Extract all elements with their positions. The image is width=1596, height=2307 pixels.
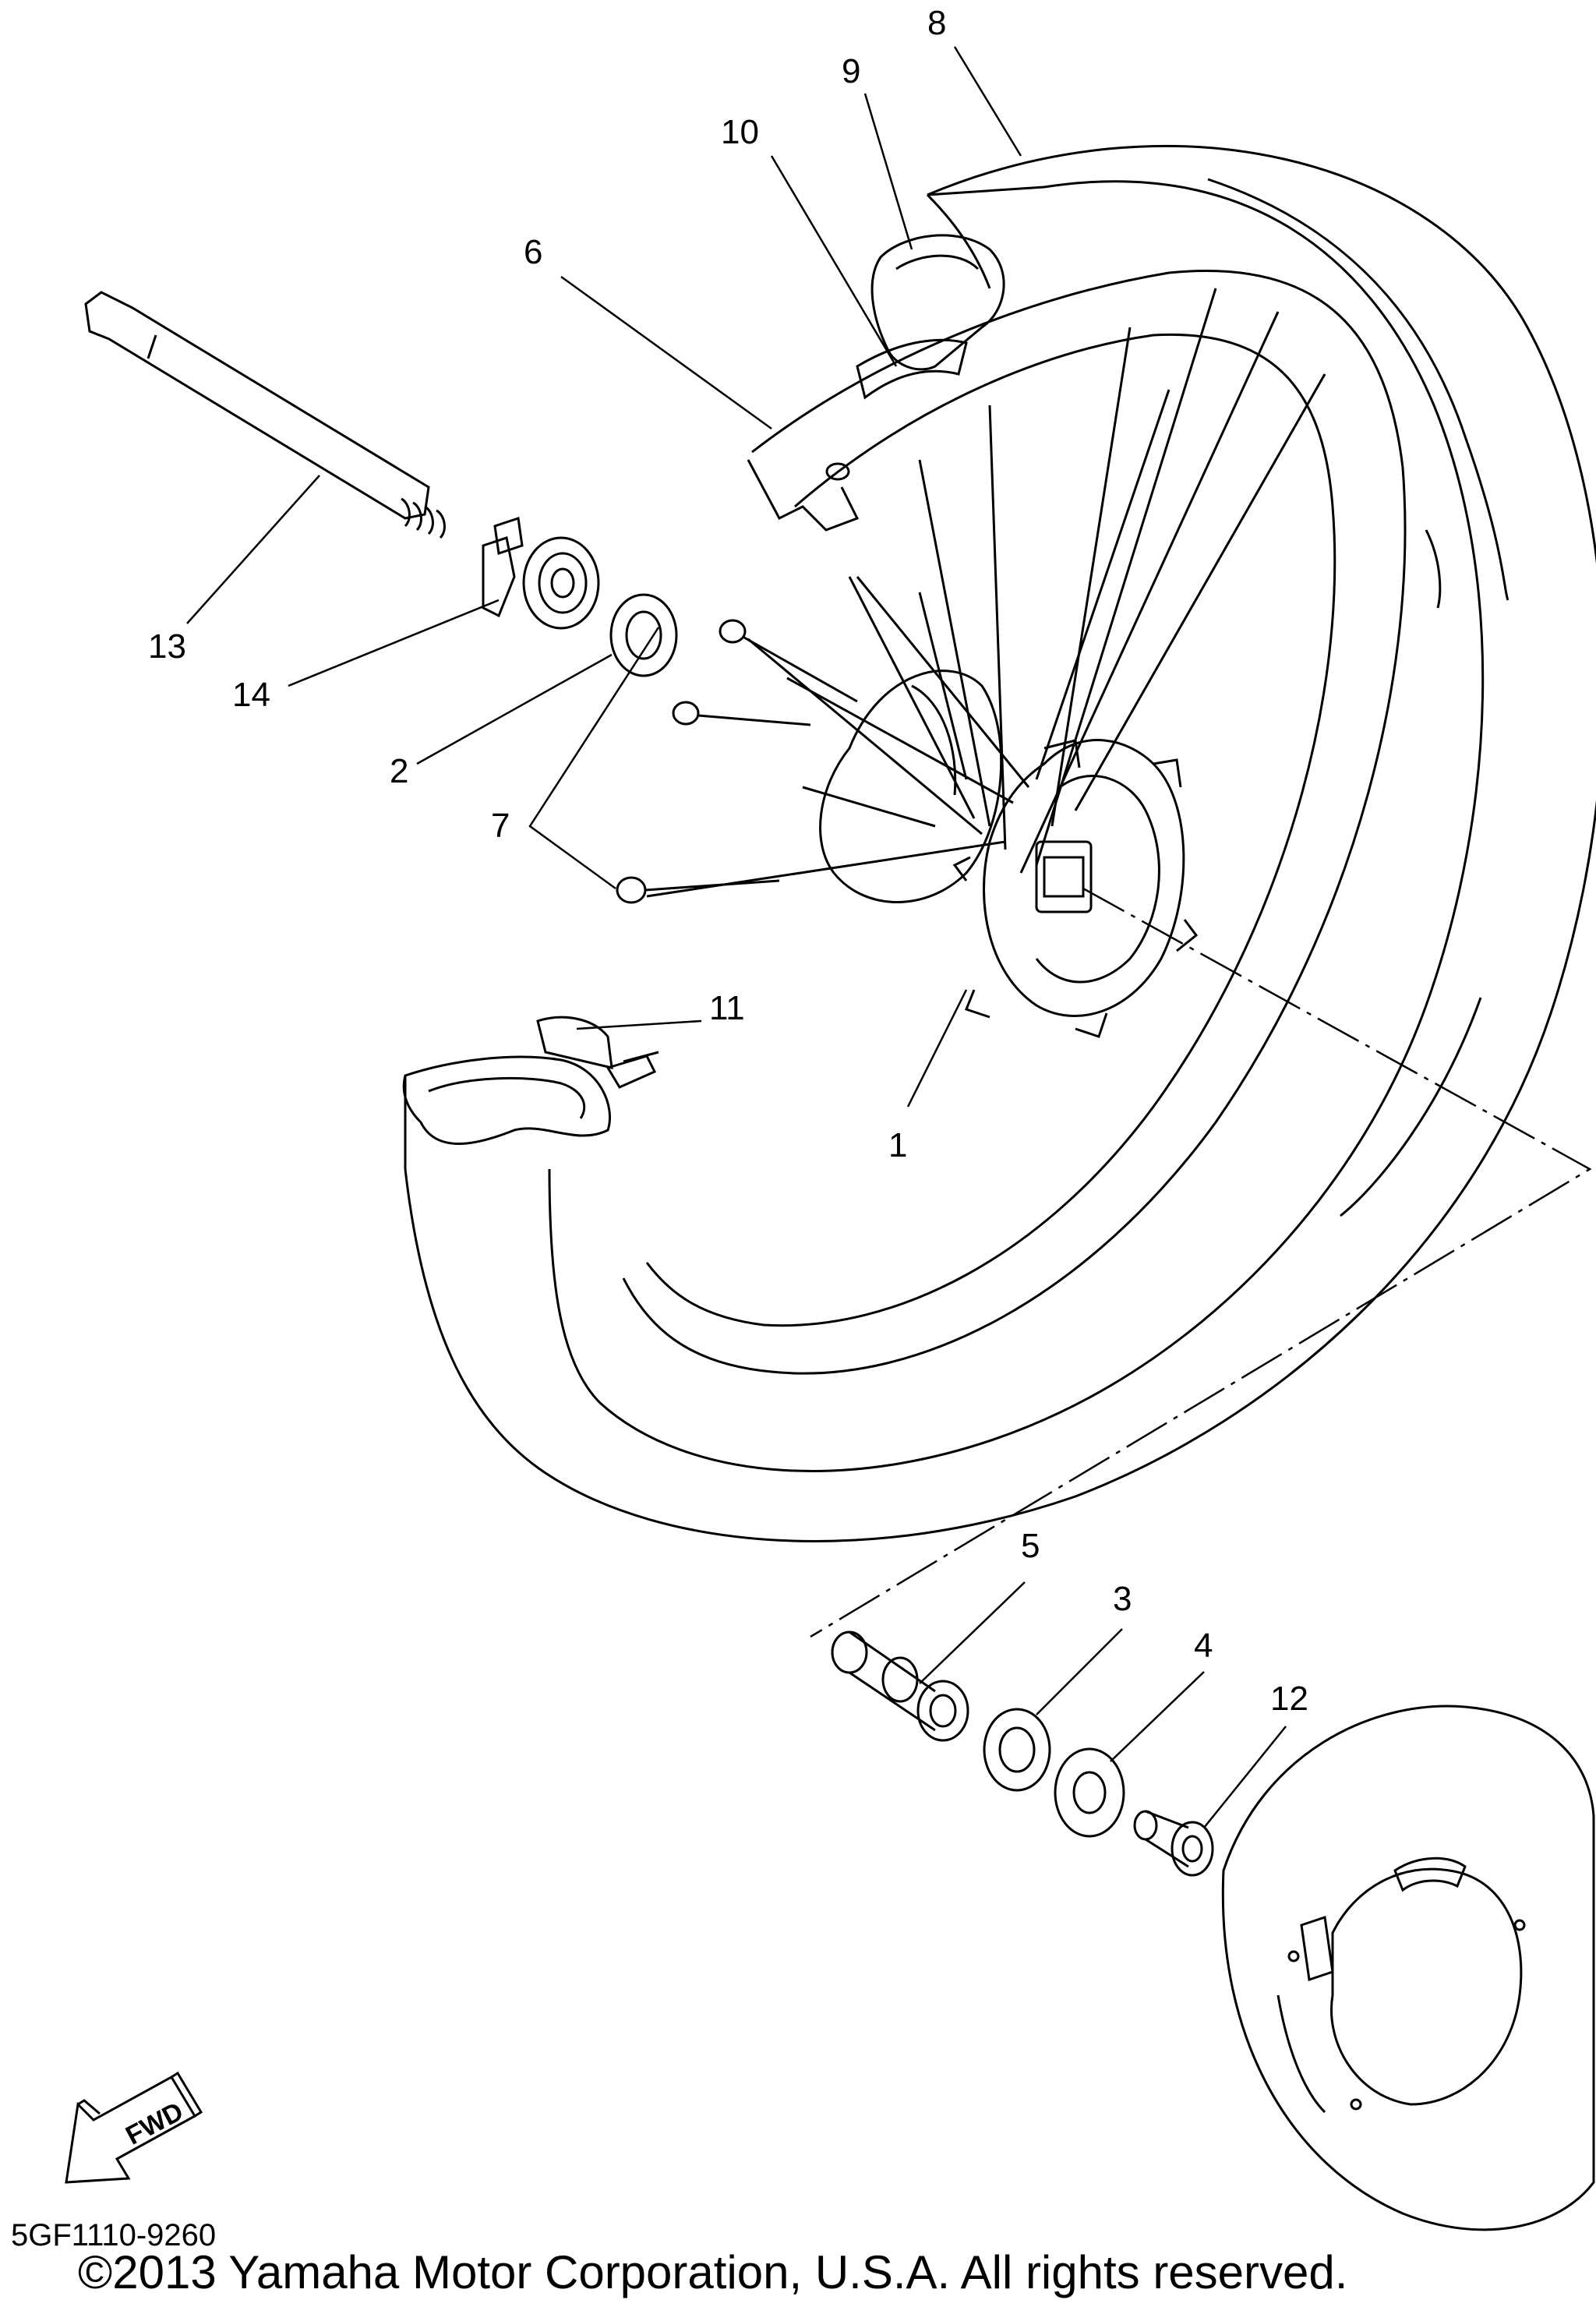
bearing-part-2 (611, 595, 676, 676)
callout-14: 14 (232, 676, 270, 714)
leader-7 (530, 627, 659, 889)
diagram-code: 5GF1110-9260 (11, 2218, 217, 2252)
leader-2 (417, 655, 612, 764)
fwd-label: FWD (121, 2097, 188, 2151)
leader-4 (1110, 1672, 1204, 1761)
gear-unit-part-14 (483, 518, 598, 628)
collar-part-5 (832, 1632, 968, 1740)
leader-12 (1204, 1726, 1286, 1828)
fwd-arrow-icon (66, 2073, 201, 2182)
callout-5: 5 (1021, 1527, 1040, 1565)
rim-part-6 (623, 270, 1440, 1373)
axis-centerline (810, 889, 1590, 1637)
axle-part-13 (86, 292, 444, 538)
callout-1: 1 (888, 1126, 908, 1164)
callout-2: 2 (390, 752, 409, 790)
copyright-notice: ©2013 Yamaha Motor Corporation, U.S.A. A… (78, 2246, 1348, 2298)
leader-9 (865, 94, 912, 249)
hub-part-1 (821, 671, 1196, 1037)
callout-9: 9 (842, 52, 861, 90)
leader-13 (187, 475, 320, 624)
tube-part-9 (872, 235, 1004, 369)
bearing-part-3 (984, 1709, 1050, 1790)
callout-10: 10 (721, 113, 759, 151)
oil-seal-part-4 (1055, 1749, 1124, 1836)
leader-14 (288, 600, 499, 686)
leader-10 (772, 156, 896, 366)
leader-6 (561, 277, 772, 429)
callout-6: 6 (524, 233, 543, 271)
callout-11: 11 (709, 989, 745, 1027)
leader-11 (577, 1021, 701, 1029)
tube-part-11 (404, 1017, 659, 1143)
callout-7: 7 (491, 807, 510, 845)
callout-13: 13 (148, 627, 186, 666)
leader-8 (955, 47, 1021, 156)
spokes-part-7 (617, 288, 1325, 903)
leader-1 (908, 990, 966, 1107)
leader-lines (187, 47, 1286, 1828)
tire-part-8 (405, 146, 1596, 1541)
leader-3 (1036, 1629, 1122, 1715)
leader-5 (920, 1582, 1025, 1683)
brake-disc (1223, 1706, 1594, 2230)
callout-4: 4 (1194, 1627, 1213, 1665)
callout-8: 8 (927, 4, 947, 42)
callout-12: 12 (1270, 1680, 1308, 1718)
callout-3: 3 (1113, 1580, 1132, 1618)
collar-part-12 (1135, 1811, 1213, 1875)
rim-band-part-10 (857, 340, 966, 397)
